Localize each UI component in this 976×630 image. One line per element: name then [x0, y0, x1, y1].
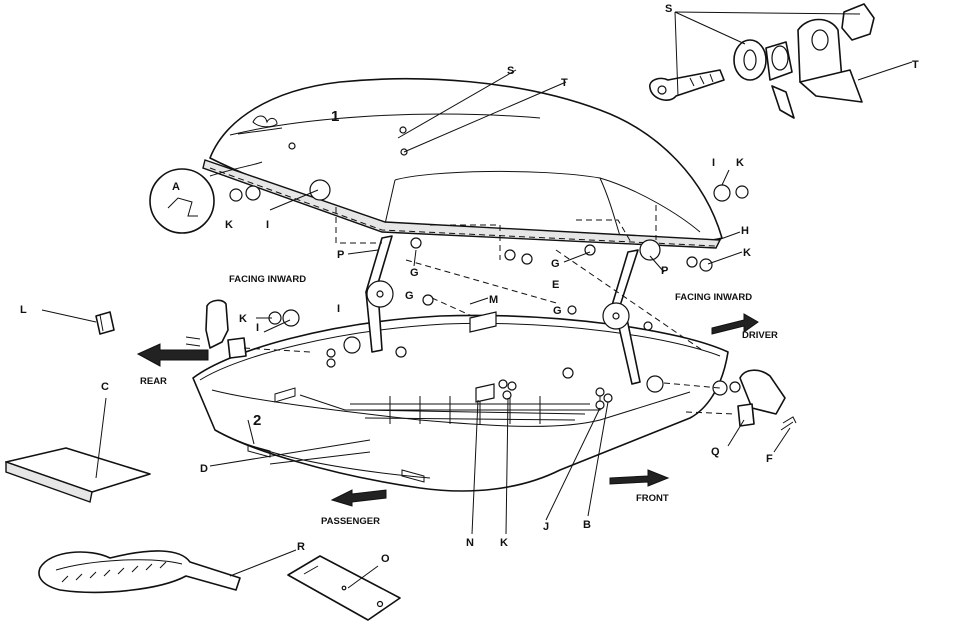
callout-t-2: T	[912, 59, 919, 71]
callout-c: C	[101, 381, 109, 393]
callout-l: L	[20, 304, 27, 316]
note-facing-inward-left: FACING INWARD	[229, 274, 306, 285]
part-c-pad	[5, 447, 151, 503]
direction-driver-label: DRIVER	[742, 330, 778, 341]
callout-r: R	[297, 541, 305, 553]
part-o-plate	[287, 555, 401, 621]
latch-rear	[185, 299, 247, 359]
callout-b: B	[583, 519, 591, 531]
callout-h: H	[741, 225, 749, 237]
lock-assembly	[649, 3, 875, 119]
callout-i-2: I	[712, 157, 715, 169]
callout-m: M	[489, 294, 498, 306]
callout-k-2: K	[736, 157, 744, 169]
direction-passenger-label: PASSENGER	[321, 516, 380, 527]
callout-q: Q	[711, 446, 720, 458]
latch-front	[737, 369, 797, 431]
direction-labels: REAR DRIVER FRONT PASSENGER	[140, 330, 778, 527]
callout-e: E	[552, 279, 559, 291]
callout-i-3: I	[337, 303, 340, 315]
lid-part	[202, 78, 723, 249]
base-part	[192, 314, 729, 492]
callout-n: N	[466, 537, 474, 549]
part-r-strap	[38, 550, 241, 594]
callout-f: F	[766, 453, 773, 465]
arrow-right-icon	[609, 469, 670, 487]
callout-d: D	[200, 463, 208, 475]
callout-g-3: G	[551, 258, 560, 270]
hardware-lid-left	[229, 179, 533, 265]
callout-p-2: P	[661, 265, 668, 277]
callout-o: O	[381, 553, 390, 565]
callout-p-1: P	[337, 249, 344, 261]
hinge-right	[602, 249, 664, 393]
callout-i-1: I	[266, 219, 269, 231]
lid-logo	[237, 115, 283, 135]
callout-s-1: S	[507, 65, 514, 77]
callout-base: 2	[253, 412, 261, 429]
arrow-left-icon	[330, 489, 387, 507]
callout-g-4: G	[553, 305, 562, 317]
part-l-bumper	[95, 311, 115, 335]
hinge-left	[343, 235, 394, 354]
callout-k-5: K	[500, 537, 508, 549]
direction-rear-label: REAR	[140, 376, 167, 387]
callout-j: J	[543, 521, 549, 533]
callout-k-4: K	[239, 313, 247, 325]
callout-g-1: G	[410, 267, 419, 279]
callout-t-1: T	[561, 77, 568, 89]
arrow-right-icon	[711, 313, 759, 335]
leader-lines	[41, 11, 913, 589]
callout-i-4: I	[256, 322, 259, 334]
assembly-lines	[243, 205, 737, 415]
callout-s-2: S	[665, 3, 672, 15]
detail-circle-a	[149, 161, 263, 234]
arrow-left-icon	[136, 343, 209, 367]
note-labels: FACING INWARD FACING INWARD	[229, 274, 752, 303]
callout-labels: 1 2 A B C D E F G G G G H I I I I J K K …	[20, 3, 919, 565]
direction-front-label: FRONT	[636, 493, 669, 504]
callout-k-3: K	[743, 247, 751, 259]
note-facing-inward-right: FACING INWARD	[675, 292, 752, 303]
callout-g-2: G	[405, 290, 414, 302]
callout-lid: 1	[331, 108, 339, 125]
callout-a: A	[172, 181, 180, 193]
callout-k-1: K	[225, 219, 233, 231]
